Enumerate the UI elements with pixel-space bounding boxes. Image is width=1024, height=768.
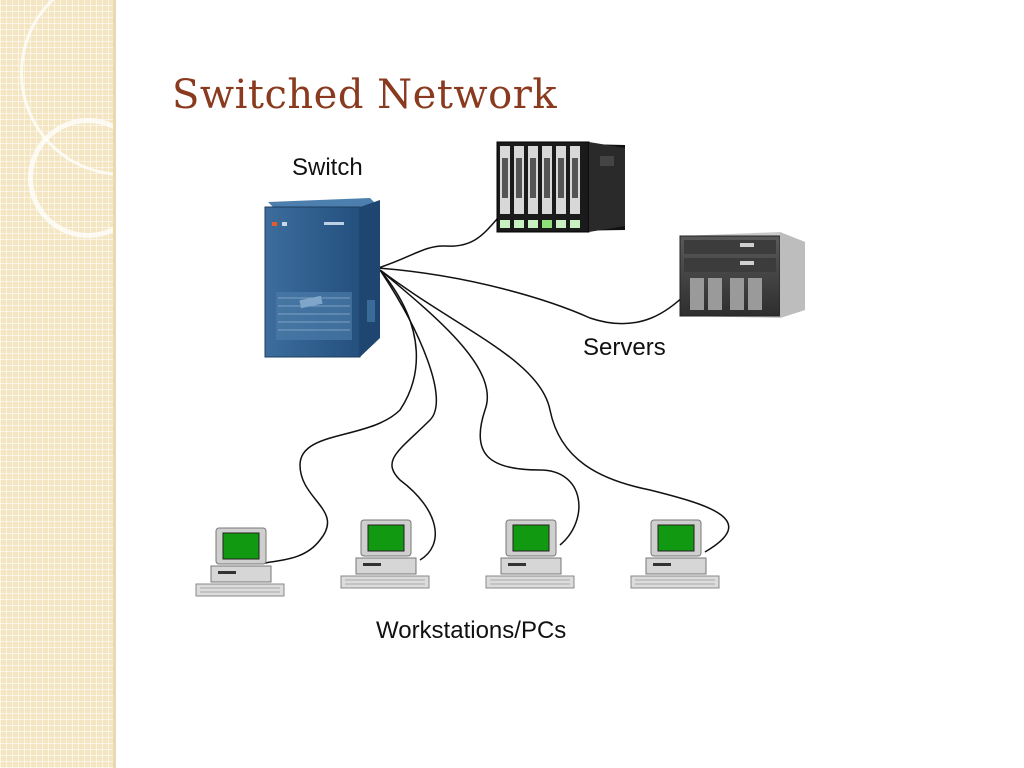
servers-label: Servers [583,334,666,361]
cable-to-pc-4 [379,269,730,553]
rack-server-icon [679,232,805,318]
switch-label: Switch [292,154,363,181]
workstations-label: Workstations/PCs [376,617,567,644]
desktop-pc-icon [340,519,430,589]
decorative-sidebar [0,0,113,768]
blade-server-icon [496,141,625,233]
desktop-pc-icon [485,519,575,589]
network-switch-icon [264,198,380,358]
desktop-pc-icon [630,519,720,589]
sidebar-edge [113,0,116,768]
cable-to-pc-1 [264,269,418,564]
decorative-ring [28,118,113,238]
cable-to-pc-2 [379,269,438,561]
desktop-pc-icon [195,527,285,597]
cable-to-pc-3 [379,269,580,546]
cables [264,217,730,564]
cable-to-rack-server [377,267,689,325]
slide-title: Switched Network [172,72,558,118]
cable-to-blade-server [377,217,499,269]
